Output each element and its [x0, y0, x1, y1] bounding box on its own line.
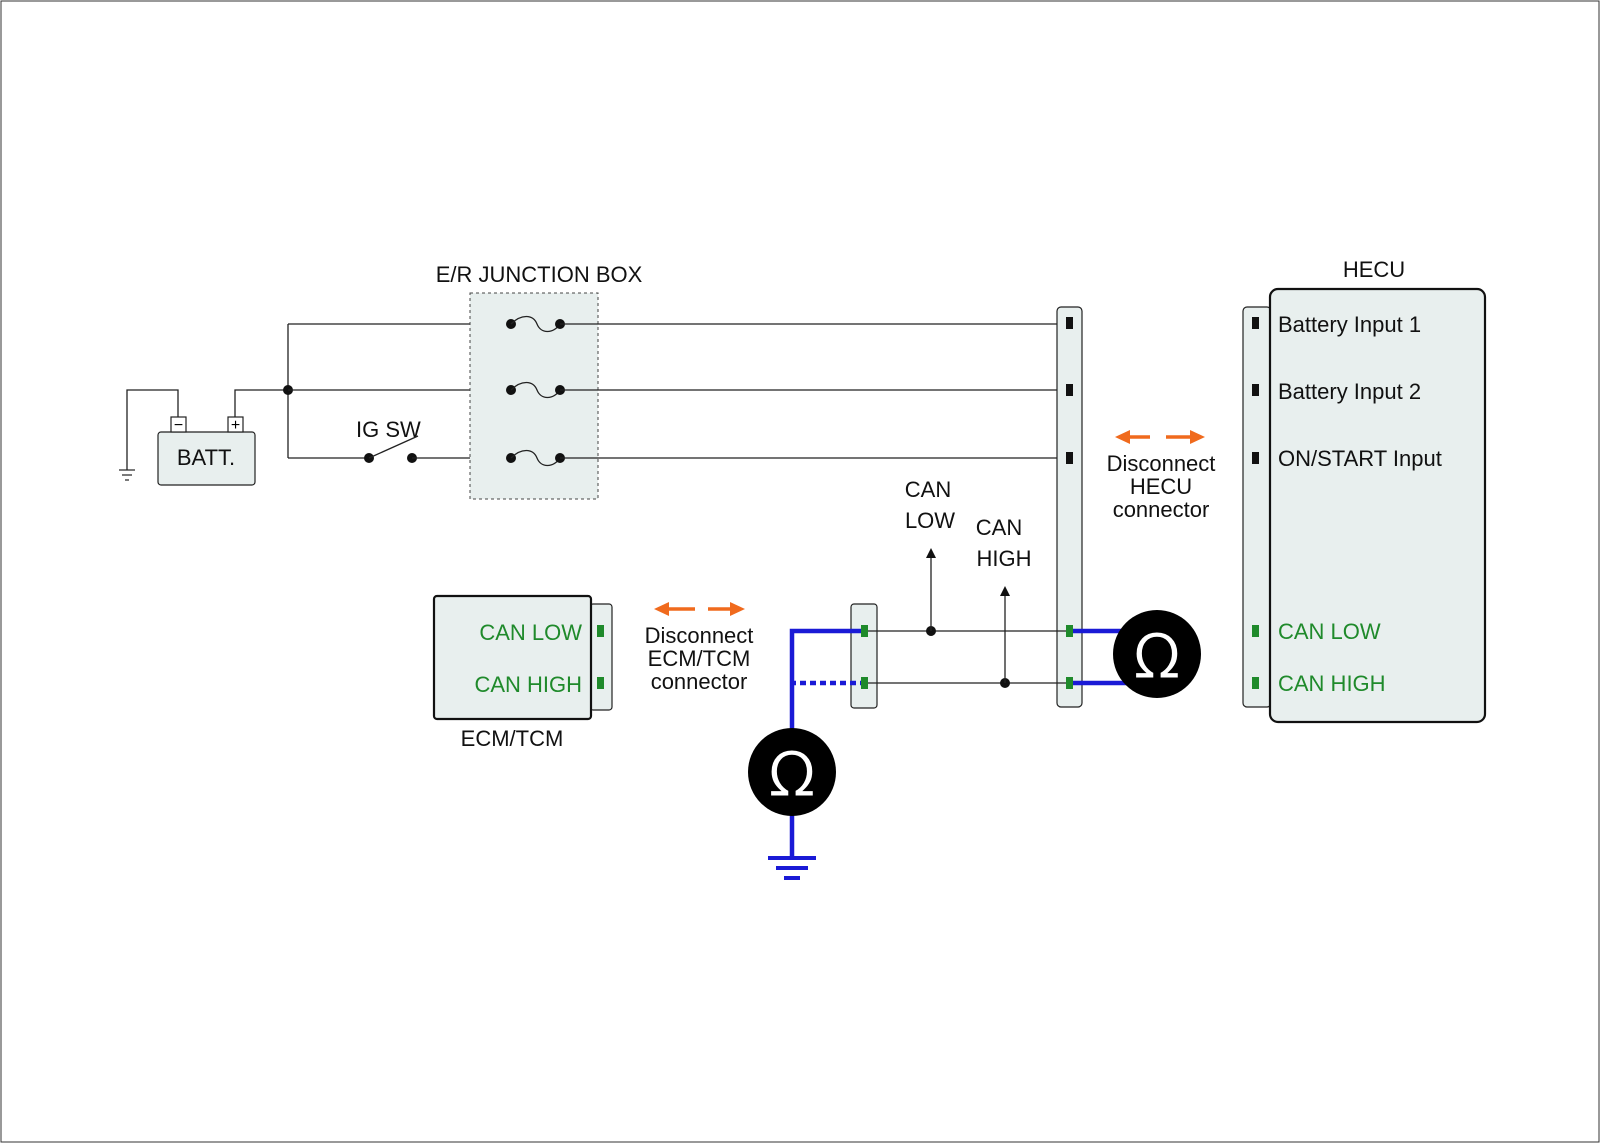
battery-positive-symbol: +: [231, 417, 240, 434]
can-high-tap-label-2: HIGH: [977, 546, 1032, 571]
ig-switch-label: IG SW: [356, 417, 421, 442]
ecm-harness-connector: [850, 603, 878, 709]
harness-pin-battery-2: [1066, 384, 1073, 396]
junction-box: [469, 292, 599, 500]
ecm-pin-can-low: [597, 625, 604, 637]
battery: BATT. − +: [157, 416, 256, 486]
battery-ground-wire: [126, 389, 179, 470]
harness-pin-can-low-front: [1066, 625, 1073, 637]
ig-switch-blade: [368, 435, 419, 459]
ecm-pin-can-high: [597, 677, 604, 689]
probe-lead-can-low-to-ground: [789, 628, 864, 760]
hecu-module: [1268, 287, 1487, 724]
middle-pin-can-high: [861, 677, 868, 689]
ecm-pin-label-can-high: CAN HIGH: [474, 672, 582, 697]
ecm-connector-shell: [589, 603, 613, 711]
hecu-harness-connector: [1056, 306, 1083, 708]
hecu-pin-on-start: [1252, 452, 1259, 464]
hecu-pin-label-battery-1: Battery Input 1: [1278, 312, 1421, 337]
junction-box-title: E/R JUNCTION BOX: [436, 262, 643, 287]
hecu-pin-label-on-start: ON/START Input: [1278, 446, 1442, 471]
ohmmeter-symbol: Ω: [768, 738, 815, 811]
battery-label: BATT.: [177, 445, 235, 470]
ohmmeter-symbol: Ω: [1133, 620, 1180, 693]
hecu-title: HECU: [1343, 257, 1405, 282]
hecu-disconnect-line-3: connector: [1113, 497, 1210, 522]
hecu-pin-battery-2: [1252, 384, 1259, 396]
hecu-disconnect-line-2: HECU: [1130, 474, 1192, 499]
ecm-title: ECM/TCM: [461, 726, 564, 751]
hecu-pin-label-battery-2: Battery Input 2: [1278, 379, 1421, 404]
can-low-tap-label-1: CAN: [905, 477, 951, 502]
harness-pin-battery-1: [1066, 317, 1073, 329]
ground-icon: [119, 469, 135, 481]
ecm-module: [432, 594, 593, 721]
hecu-disconnect-line-1: Disconnect: [1107, 451, 1216, 476]
ohmmeter-icon: [748, 728, 836, 816]
ecm-disconnect-line-3: connector: [651, 669, 748, 694]
hecu-pin-can-high: [1252, 677, 1259, 689]
hecu-pin-battery-1: [1252, 317, 1259, 329]
battery-body: [157, 431, 256, 486]
hecu-pin-label-can-high: CAN HIGH: [1278, 671, 1386, 696]
ohmmeter-icon: [1113, 610, 1201, 698]
hecu-pin-label-can-low: CAN LOW: [1278, 619, 1381, 644]
hecu-connector-shell: [1242, 306, 1272, 708]
harness-pin-on-start: [1066, 452, 1073, 464]
ecm-disconnect-line-2: ECM/TCM: [648, 646, 751, 671]
ground-icon: [768, 856, 816, 880]
can-low-tap-label-2: LOW: [905, 508, 955, 533]
disconnect-arrow-icon: [1115, 430, 1205, 444]
hecu-pin-can-low: [1252, 625, 1259, 637]
middle-pin-can-low: [861, 625, 868, 637]
disconnect-arrow-icon: [654, 602, 745, 616]
ecm-disconnect-line-1: Disconnect: [645, 623, 754, 648]
can-high-tap-label-1: CAN: [976, 515, 1022, 540]
battery-positive-wire: [234, 389, 288, 417]
harness-pin-can-high-front: [1066, 677, 1073, 689]
battery-negative-symbol: −: [174, 417, 183, 434]
ecm-pin-label-can-low: CAN LOW: [479, 620, 582, 645]
